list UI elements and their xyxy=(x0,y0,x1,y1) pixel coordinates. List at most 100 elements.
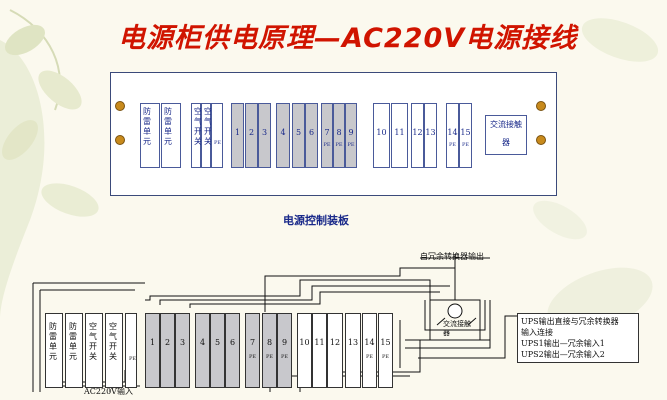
panel-screw-icon xyxy=(115,101,125,111)
panel-module-13: 13 xyxy=(424,103,437,168)
module-pe-label: PE xyxy=(461,142,469,148)
module-pe-label: PE xyxy=(381,354,389,360)
panel-screw-icon xyxy=(536,135,546,145)
module-number: 14 xyxy=(364,338,375,347)
module-label: 防雷单元 xyxy=(49,322,57,361)
panel-module-pe0: PE xyxy=(211,103,223,168)
diagram-module-10: 10 xyxy=(297,313,312,388)
module-number: 12 xyxy=(329,338,341,347)
panel-screw-icon xyxy=(115,135,125,145)
diagram-module-12: 12 xyxy=(327,313,343,388)
module-number: 1 xyxy=(234,128,241,137)
module-number: 10 xyxy=(299,338,310,347)
module-pe-label: PE xyxy=(335,142,343,148)
diagram-module-6: 6 xyxy=(225,313,240,388)
panel-module-air2: 空气开关 xyxy=(201,103,212,168)
module-number: 8 xyxy=(336,128,342,137)
diagram-module-5: 5 xyxy=(210,313,225,388)
module-label: 空气开关 xyxy=(89,322,97,361)
module-pe-label: PE xyxy=(448,142,456,148)
module-number: 6 xyxy=(229,338,236,347)
diagram-module-1: 1 xyxy=(145,313,160,388)
module-number: 2 xyxy=(164,338,171,347)
module-number: 10 xyxy=(376,128,387,137)
page-title: 电源柜供电原理—AC220V电源接线 xyxy=(118,23,578,54)
panel-module-air1: 空气开关 xyxy=(191,103,202,168)
module-pe-label: PE xyxy=(347,142,355,148)
module-label: 防雷单元 xyxy=(69,322,77,361)
module-label: PE xyxy=(214,140,222,146)
module-label: 防雷单元 xyxy=(143,107,151,146)
module-label: 空气开关 xyxy=(204,107,212,146)
module-number: 9 xyxy=(281,338,288,347)
module-number: 12 xyxy=(412,128,423,137)
info-line: 输入连接 xyxy=(521,328,553,337)
module-number: 4 xyxy=(199,338,206,347)
module-number: 11 xyxy=(394,128,405,137)
module-number: 13 xyxy=(425,128,436,137)
module-number: 3 xyxy=(261,128,268,137)
panel-module-1: 1 xyxy=(231,103,244,168)
panel-module-5: 5 xyxy=(292,103,305,168)
module-number: 2 xyxy=(248,128,255,137)
panel-module-4: 4 xyxy=(276,103,290,168)
diagram-module-air1: 空气开关 xyxy=(85,313,103,388)
diagram-module-air2: 空气开关 xyxy=(105,313,123,388)
module-number: 1 xyxy=(149,338,156,347)
diagram-module-4: 4 xyxy=(195,313,210,388)
diagram-module-13: 13 xyxy=(345,313,361,388)
info-line: UPS2输出—冗余输入2 xyxy=(521,350,605,359)
diagram-module-2: 2 xyxy=(160,313,175,388)
panel-module-10: 10 xyxy=(373,103,390,168)
module-number: 7 xyxy=(249,338,256,347)
panel-caption: 电源控制装板 xyxy=(283,214,349,227)
diagram-module-pe0: PE xyxy=(125,313,137,388)
diagram-module-surge2: 防雷单元 xyxy=(65,313,83,388)
diagram-module-3: 3 xyxy=(175,313,190,388)
redundant-output-label: 自冗余转换器输出 xyxy=(420,252,484,261)
module-number: 11 xyxy=(314,338,325,347)
panel-module-surge2: 防雷单元 xyxy=(161,103,181,168)
module-pe-label: PE xyxy=(323,142,331,148)
contactor-lower-label: 交流接触器 xyxy=(443,320,471,337)
module-number: 15 xyxy=(380,338,391,347)
info-line: UPS输出直接与冗余转换器 xyxy=(521,317,619,326)
ups-info-box: UPS输出直接与冗余转换器 输入连接 UPS1输出—冗余输入1 UPS2输出—冗… xyxy=(517,313,639,363)
module-number: 9 xyxy=(348,128,354,137)
contactor-coil-icon xyxy=(447,303,463,319)
module-number: 15 xyxy=(460,128,471,137)
module-number: 3 xyxy=(179,338,186,347)
panel-module-6: 6 xyxy=(305,103,318,168)
panel-module-12: 12 xyxy=(411,103,424,168)
module-number: 7 xyxy=(324,128,330,137)
module-pe-label: PE xyxy=(365,354,373,360)
ac-input-label: AC220V输入 xyxy=(84,387,133,396)
module-number: 13 xyxy=(347,338,359,347)
module-pe-label: PE xyxy=(265,354,273,360)
contactor-label: 交流接触器 xyxy=(490,120,522,147)
module-label: PE xyxy=(129,356,137,362)
module-label: 防雷单元 xyxy=(164,107,172,146)
module-pe-label: PE xyxy=(248,354,256,360)
diagram-module-surge1: 防雷单元 xyxy=(45,313,63,388)
module-number: 5 xyxy=(295,128,302,137)
module-number: 6 xyxy=(308,128,315,137)
panel-module-3: 3 xyxy=(258,103,271,168)
diagram-module-11: 11 xyxy=(312,313,327,388)
module-number: 8 xyxy=(266,338,273,347)
module-label: 空气开关 xyxy=(109,322,117,361)
module-number: 14 xyxy=(447,128,458,137)
module-label: 空气开关 xyxy=(194,107,202,146)
